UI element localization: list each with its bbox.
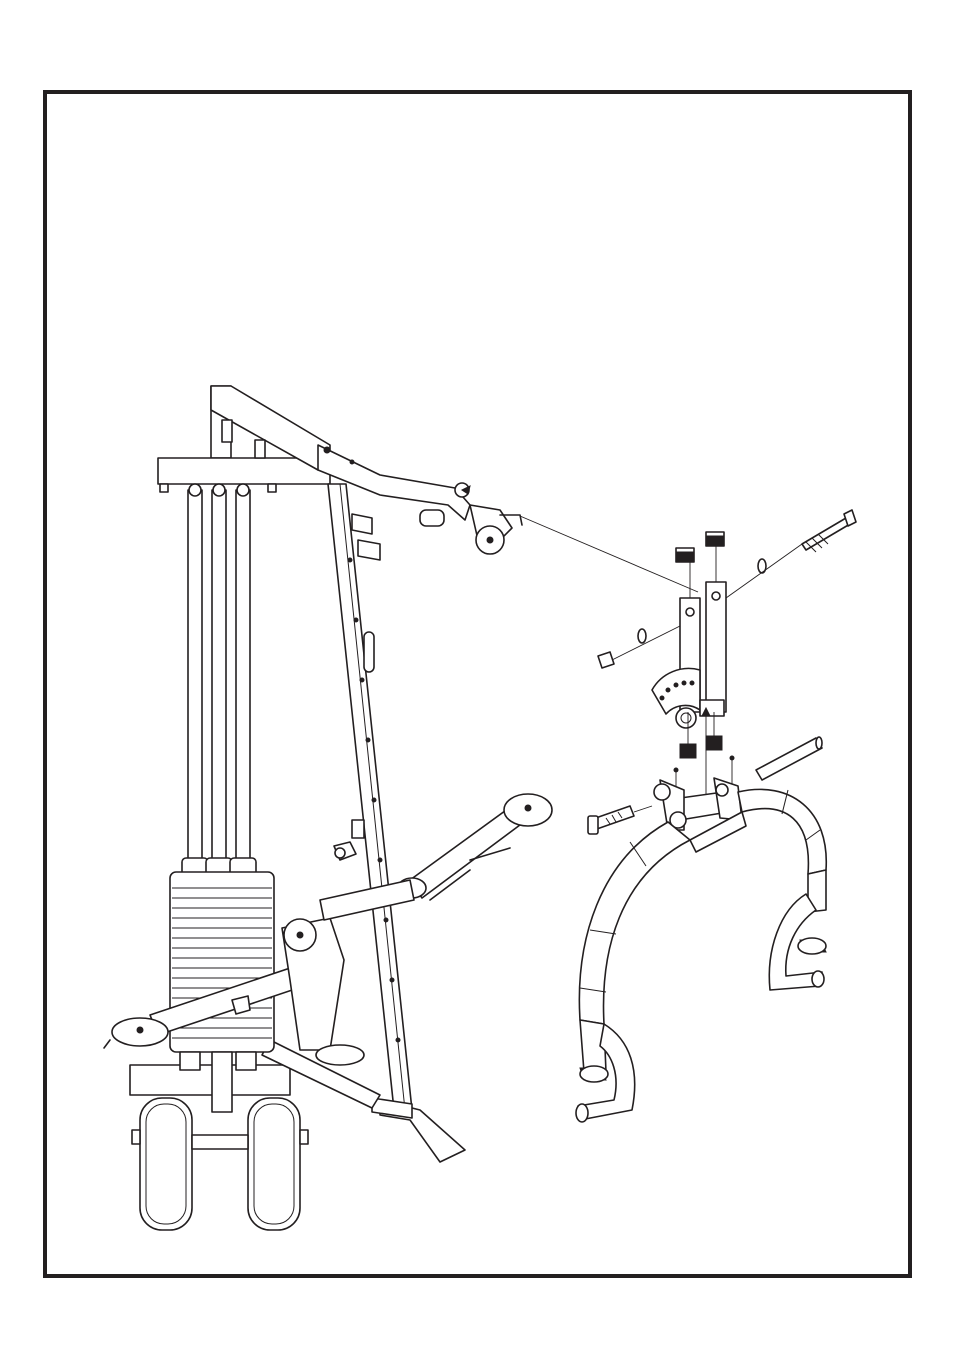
adjustment-bracket <box>652 546 726 806</box>
leader-line-top <box>520 516 698 592</box>
foot-plates <box>132 1098 308 1230</box>
leader-line-bolt-left <box>612 626 680 660</box>
pin-bolt <box>588 806 652 834</box>
leg-pivot-rod <box>756 737 822 780</box>
pop-pin <box>334 820 364 860</box>
press-arm-right <box>320 794 552 920</box>
guide-rods <box>182 484 256 882</box>
long-bolt <box>802 510 856 552</box>
leader-line-bolt-right <box>726 544 802 598</box>
nut <box>598 652 614 668</box>
washers <box>638 559 766 643</box>
curved-base-frame <box>576 778 826 1122</box>
